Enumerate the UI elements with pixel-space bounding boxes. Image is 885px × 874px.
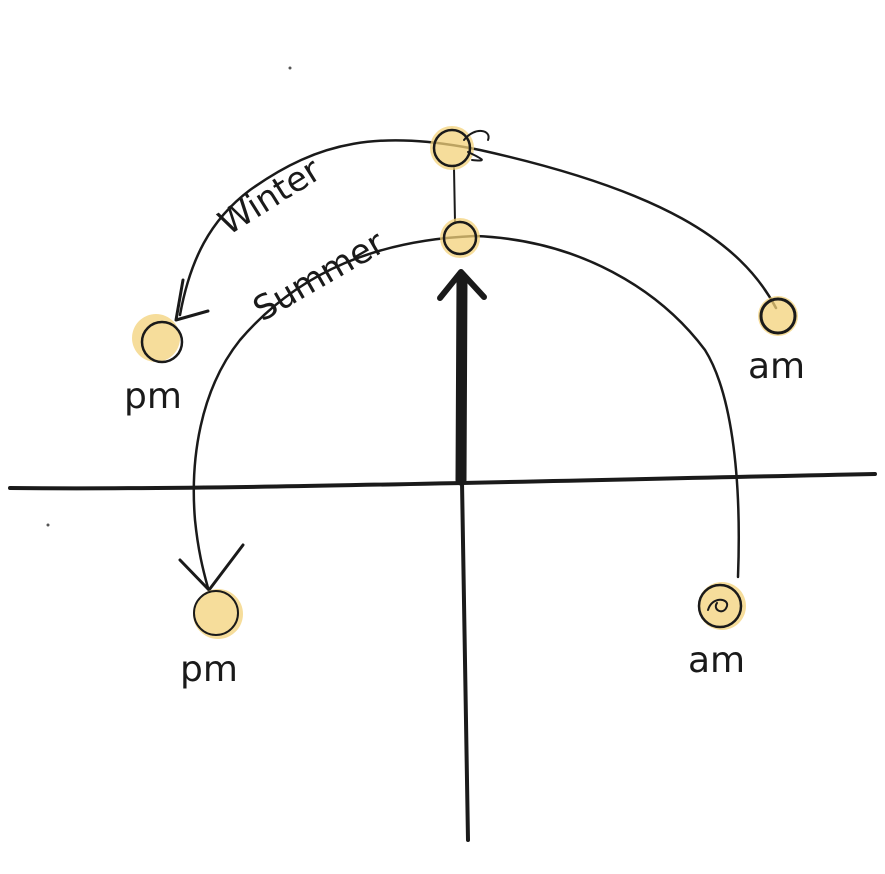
winter-label: Winter [212,150,328,243]
pm-label-winter: pm [124,376,182,417]
sun-winter-pm-icon [132,314,184,364]
noon-connector-line [453,167,456,223]
stray-dot [288,66,292,70]
sun-summer-noon-icon [440,218,480,258]
upward-arrow-icon [437,269,487,486]
sun-winter-noon-icon [430,126,490,170]
summer-label: Summer [247,223,392,330]
sun-winter-am-icon [758,296,798,336]
winter-arrowhead-icon [174,278,210,322]
sun-summer-pm-icon [193,589,243,639]
vertical-axis-line [460,480,470,842]
summer-arrowhead-icon [178,543,245,592]
am-label-summer: am [688,640,745,681]
am-label-winter: am [748,346,805,387]
pm-label-summer: pm [180,649,238,690]
winter-sun-path [178,139,778,317]
summer-sun-path [192,234,741,590]
stray-dot [46,523,50,527]
sun-summer-am-icon [697,582,746,630]
horizon-line [8,472,877,491]
